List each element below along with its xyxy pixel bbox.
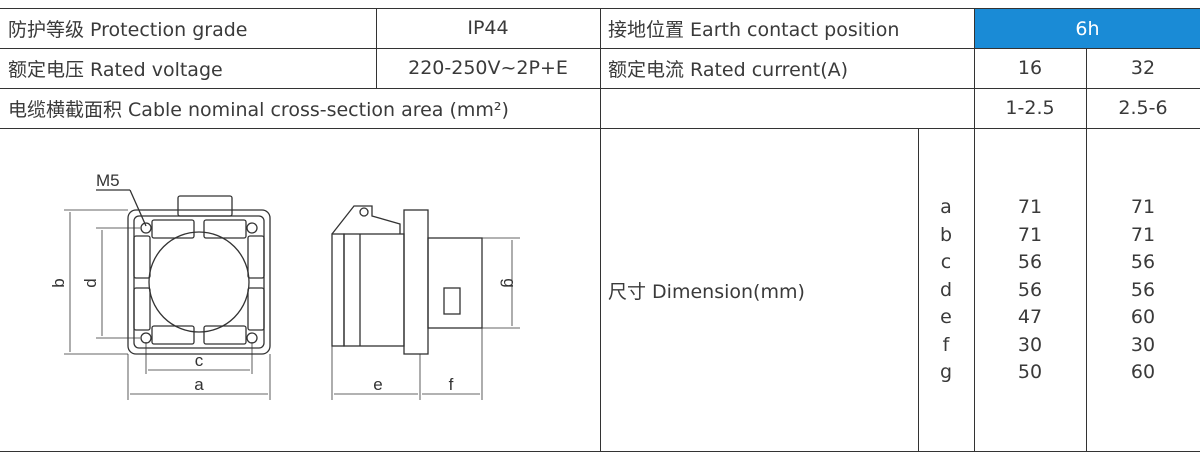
col-divider-value xyxy=(600,8,601,451)
dim-e-label: e xyxy=(373,375,382,394)
dim-32-a: 71 xyxy=(1130,196,1156,218)
rated-voltage-value: 220-250V~2P+E xyxy=(408,57,568,79)
rib-block xyxy=(203,219,247,239)
screw-hole-icon xyxy=(140,332,152,344)
rib-block xyxy=(151,325,195,345)
rib-block xyxy=(247,287,265,331)
col-divider-letters xyxy=(918,128,919,451)
dim-d-label: d xyxy=(81,278,100,287)
side-rear-box xyxy=(427,237,483,329)
dim-a-label: a xyxy=(194,375,204,394)
dim-16-b: 71 xyxy=(1017,223,1043,246)
dim-16-a: 71 xyxy=(1017,196,1043,218)
dim-16-d: 56 xyxy=(1017,278,1043,301)
rib-block xyxy=(133,287,151,331)
cable-section-16: 1-2.5 xyxy=(1005,97,1055,119)
letter-b: b xyxy=(939,223,953,246)
protection-grade-label: 防护等级 Protection grade xyxy=(8,18,248,41)
side-hinge xyxy=(331,205,401,235)
cable-section-label: 电缆横截面积 Cable nominal cross-section area … xyxy=(8,98,509,121)
dim-g-label: g xyxy=(500,278,519,287)
front-socket-circle xyxy=(148,231,250,333)
side-hinge-pin-icon xyxy=(359,207,369,217)
m5-label: M5 xyxy=(96,171,120,190)
dim-32-e: 60 xyxy=(1130,306,1156,328)
screw-hole-icon xyxy=(140,222,152,234)
earth-contact-value: 6h xyxy=(975,9,1200,48)
letter-a: a xyxy=(940,196,952,218)
col-divider-16-32 xyxy=(1086,48,1087,451)
dim-32-g: 60 xyxy=(1130,361,1156,383)
dim-32-b: 71 xyxy=(1130,223,1156,246)
dim-16-e: 47 xyxy=(1017,306,1043,328)
dim-16-f: 30 xyxy=(1017,333,1043,356)
dimension-label: 尺寸 Dimension(mm) xyxy=(608,280,805,303)
col-divider-current xyxy=(974,8,975,451)
side-lid xyxy=(331,233,345,347)
rib-block xyxy=(133,235,151,279)
dim-b-label: b xyxy=(49,278,68,287)
front-inner-frame xyxy=(133,215,265,349)
rib-block xyxy=(203,325,247,345)
side-mount-plate xyxy=(403,209,429,355)
letter-d: d xyxy=(939,278,953,301)
screw-hole-icon xyxy=(246,332,258,344)
letter-e: e xyxy=(940,306,952,328)
letter-g: g xyxy=(939,361,953,383)
cable-section-32: 2.5-6 xyxy=(1118,97,1168,119)
dimension-values-32: 71 71 56 56 60 30 60 xyxy=(1086,194,1200,387)
front-top-latch xyxy=(177,195,233,217)
rib-block xyxy=(151,219,195,239)
m5-leader xyxy=(129,189,147,227)
side-body xyxy=(343,233,405,347)
dim-32-f: 30 xyxy=(1130,333,1156,356)
dimension-values-16: 71 71 56 56 47 30 50 xyxy=(974,194,1086,387)
dimension-drawing: M5 b d c a g xyxy=(49,171,520,400)
dim-16-c: 56 xyxy=(1017,251,1043,273)
table-border-bottom xyxy=(0,451,1200,452)
letter-c: c xyxy=(940,251,952,273)
dimension-letters: a b c d e f g xyxy=(918,194,974,387)
dim-f-label: f xyxy=(449,375,454,394)
side-rear-terminal xyxy=(443,287,461,315)
dim-32-c: 56 xyxy=(1130,251,1156,273)
front-view: M5 b d c a xyxy=(49,171,271,400)
col-divider-label xyxy=(376,8,377,88)
rated-voltage-label: 额定电压 Rated voltage xyxy=(8,58,223,81)
screw-hole-icon xyxy=(246,222,258,234)
earth-contact-label: 接地位置 Earth contact position xyxy=(608,18,900,41)
protection-grade-value: IP44 xyxy=(467,17,509,39)
rated-current-label: 额定电流 Rated current(A) xyxy=(608,58,849,81)
letter-f: f xyxy=(942,333,950,356)
dim-16-g: 50 xyxy=(1017,361,1043,383)
rib-block xyxy=(247,235,265,279)
front-outer-plate xyxy=(127,209,271,355)
rated-current-16: 16 xyxy=(1017,57,1043,79)
rated-current-32: 32 xyxy=(1130,57,1156,79)
dim-c-label: c xyxy=(195,351,204,370)
side-view: g e f xyxy=(331,205,520,400)
dim-32-d: 56 xyxy=(1130,278,1156,301)
